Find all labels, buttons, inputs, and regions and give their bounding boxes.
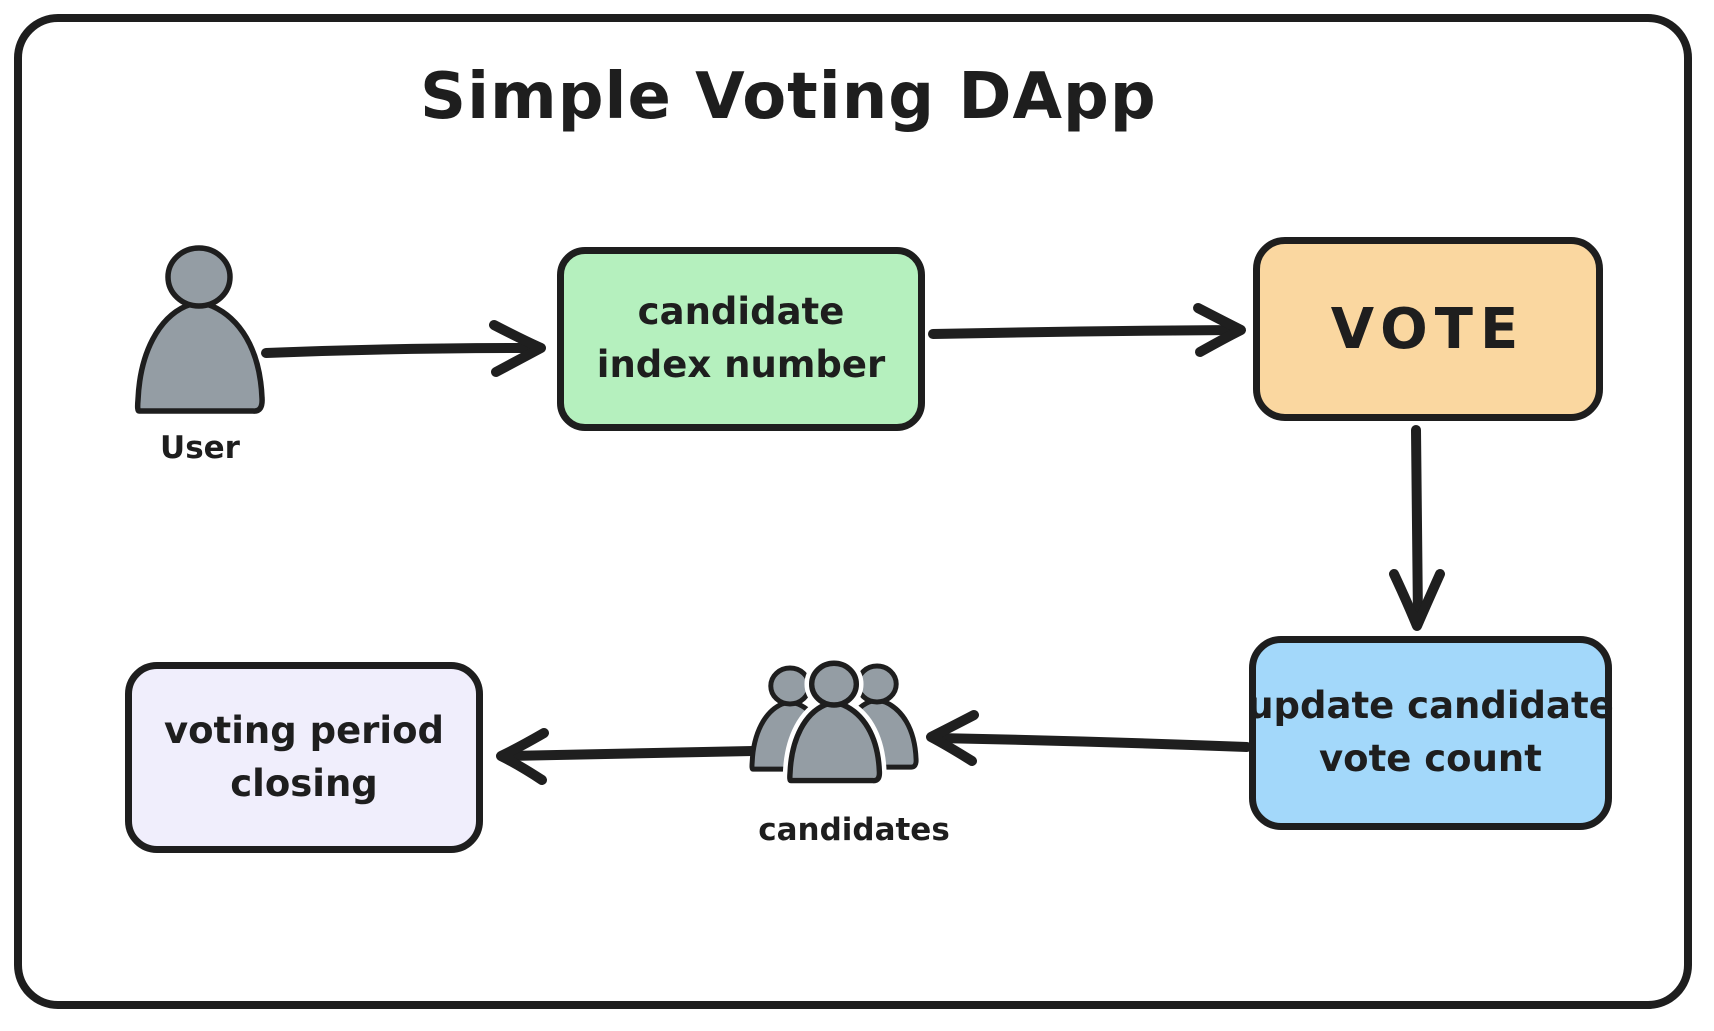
- node-voting-period-line2: closing: [230, 761, 378, 805]
- node-update-vote-count: update candidate vote count: [1247, 636, 1614, 830]
- node-voting-period-closing: voting period closing: [125, 662, 483, 853]
- node-voting-period-line1: voting period: [163, 708, 445, 752]
- node-candidate-index-line2: index number: [596, 343, 886, 386]
- user-label: User: [160, 430, 240, 466]
- outer-frame: [14, 14, 1692, 1009]
- node-update-count-line1: update candidate: [1247, 684, 1614, 728]
- diagram-title: Simple Voting DApp: [420, 60, 1157, 134]
- candidates-label: candidates: [758, 812, 950, 848]
- node-candidate-index-line1: candidate: [637, 290, 845, 334]
- node-vote-label: VOTE: [1330, 296, 1526, 362]
- node-vote: VOTE: [1253, 237, 1603, 421]
- node-candidate-index-number: candidate index number: [557, 247, 925, 431]
- node-update-count-line2: vote count: [1319, 737, 1542, 780]
